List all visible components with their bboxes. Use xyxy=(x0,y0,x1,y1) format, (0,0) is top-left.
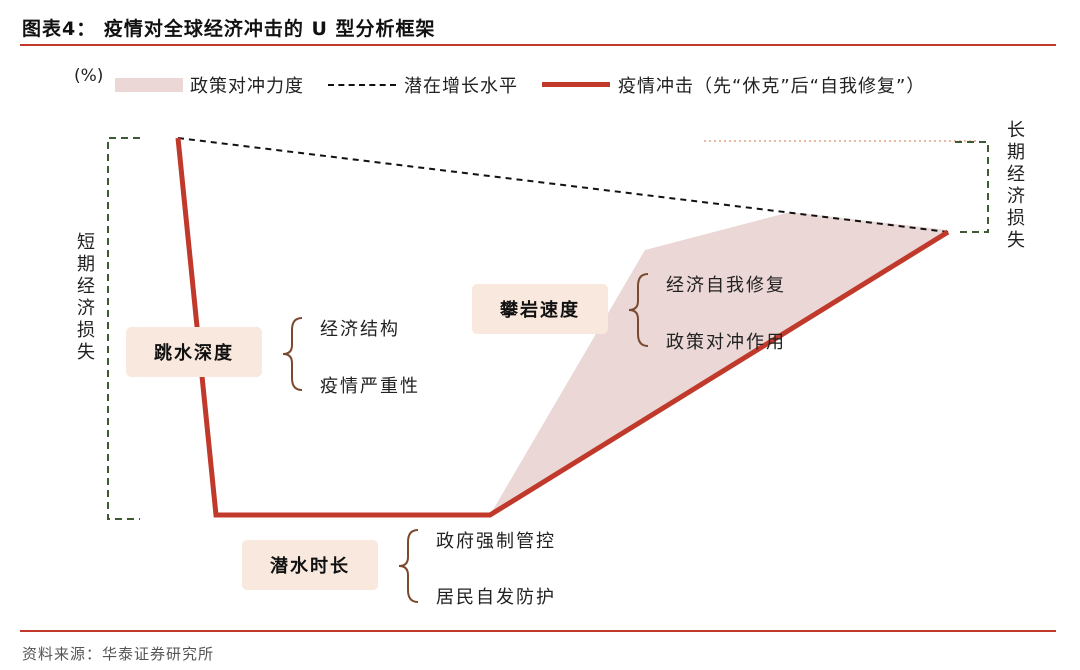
dive-depth-item-1: 经济结构 xyxy=(320,319,400,340)
source-note: 资料来源：华泰证券研究所 xyxy=(22,645,215,663)
legend-label-potential: 潜在增长水平 xyxy=(404,76,518,97)
figure-title: 图表4： 疫情对全球经济冲击的 U 型分析框架 xyxy=(22,18,436,40)
shock-curve xyxy=(175,137,950,518)
legend-label-policy: 政策对冲力度 xyxy=(190,76,304,97)
climb-speed-item-2: 政策对冲作用 xyxy=(666,332,786,353)
bracket-dive-depth xyxy=(282,317,303,391)
legend-swatch-shock xyxy=(542,82,610,87)
legend-swatch-policy xyxy=(115,78,183,92)
box-dive-depth: 跳水深度 xyxy=(126,327,262,377)
header-rule xyxy=(20,44,1056,46)
box-climb-speed: 攀岩速度 xyxy=(472,284,608,334)
legend-swatch-potential xyxy=(328,84,396,86)
legend: 政策对冲力度 潜在增长水平 疫情冲击（先“休克”后“自我修复”） xyxy=(0,72,1080,98)
climb-speed-item-1: 经济自我修复 xyxy=(666,275,786,296)
legend-label-shock: 疫情冲击（先“休克”后“自我修复”） xyxy=(618,76,926,97)
short-term-loss-label: 短期经济损失 xyxy=(77,232,95,363)
potential-growth-line xyxy=(177,137,949,233)
box-dive-duration: 潜水时长 xyxy=(242,540,378,590)
dive-duration-item-1: 政府强制管控 xyxy=(436,531,556,552)
dive-duration-item-2: 居民自发防护 xyxy=(436,587,556,608)
footer-rule xyxy=(20,630,1056,632)
short-term-loss-bracket xyxy=(107,137,140,520)
dive-depth-item-2: 疫情严重性 xyxy=(320,376,420,397)
long-term-loss-label: 长期经济损失 xyxy=(1007,120,1025,251)
bracket-climb-speed xyxy=(628,273,649,347)
bracket-dive-duration xyxy=(398,529,419,603)
unit-label: (%) xyxy=(74,66,104,86)
long-term-loss-bracket xyxy=(955,141,989,233)
policy-offset-area xyxy=(490,212,948,515)
